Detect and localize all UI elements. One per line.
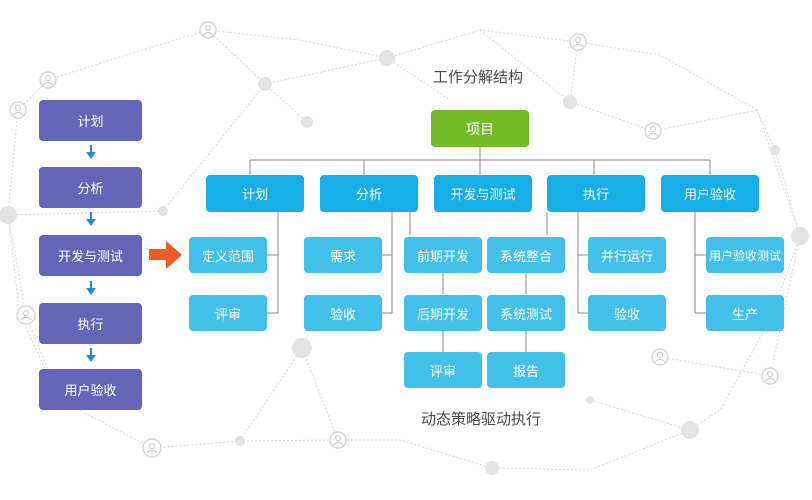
down-arrow-icon [90,145,92,152]
wbs-exec-acceptance: 验收 [588,295,666,331]
wbs-uat: 用户验收 [661,175,759,212]
bottom-caption: 动态策略驱动执行 [421,410,542,428]
down-arrow-icon [90,212,92,219]
wbs-exec: 执行 [547,175,645,212]
wbs-analysis-acceptance: 验收 [304,295,382,331]
down-arrow-icon [90,348,92,355]
wbs-analysis: 分析 [320,175,418,212]
wbs-late-dev: 后期开发 [404,295,482,331]
flow-step-exec: 执行 [39,303,142,344]
down-arrow-icon [90,281,92,288]
wbs-uat-test: 用户验收测试 [706,237,784,273]
wbs-devtest-review: 评审 [404,352,482,388]
wbs-parallel-run: 并行运行 [588,237,666,273]
flow-step-devtest: 开发与测试 [39,235,142,276]
wbs-system-test: 系统测试 [487,295,565,331]
wbs-early-dev: 前期开发 [404,237,482,273]
flow-step-uat: 用户验收 [39,369,142,410]
wbs-devtest: 开发与测试 [434,175,532,212]
down-arrow-icon [86,288,96,295]
top-caption: 工作分解结构 [433,68,524,86]
down-arrow-icon [86,355,96,362]
wbs-plan: 计划 [206,175,304,212]
flow-step-analysis: 分析 [39,167,142,208]
wbs-requirements: 需求 [304,237,382,273]
flow-step-plan: 计划 [39,100,142,141]
wbs-plan-review: 评审 [189,295,267,331]
wbs-system-integration: 系统整合 [487,237,565,273]
wbs-define-scope: 定义范围 [189,237,267,273]
wbs-report: 报告 [487,352,565,388]
down-arrow-icon [86,219,96,226]
down-arrow-icon [86,152,96,159]
orange-arrow-icon [149,241,182,269]
wbs-root: 项目 [431,110,529,147]
wbs-production: 生产 [706,295,784,331]
